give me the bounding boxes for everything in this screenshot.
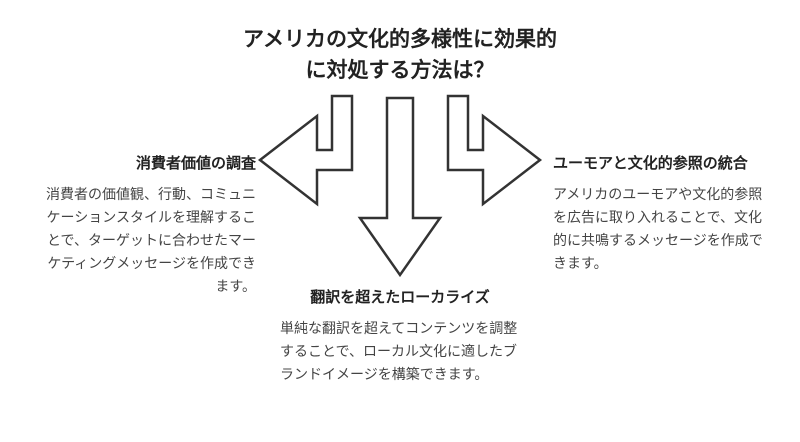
- right-branch-description: アメリカのユーモアや文化的参照を広告に取り入れることで、文化的に共鳴するメッセー…: [553, 187, 763, 272]
- bottom-branch-description: 単純な翻訳を超えてコンテンツを調整することで、ローカル文化に適したブランドイメー…: [280, 321, 518, 383]
- diagram-title: アメリカの文化的多様性に効果的に対処する方法は？: [243, 27, 557, 82]
- down-arrow: [357, 96, 443, 278]
- left-branch-description: 消費者の価値観、行動、コミュニケーションスタイルを理解することで、ターゲットに合…: [46, 187, 256, 295]
- left-arrow: [257, 94, 354, 207]
- left-branch-heading: 消費者価値の調査: [135, 154, 256, 172]
- bottom-branch-heading: 翻訳を超えたローカライズ: [310, 288, 490, 306]
- right-branch-heading: ユーモアと文化的参照の統合: [553, 154, 748, 172]
- right-arrow: [446, 94, 543, 207]
